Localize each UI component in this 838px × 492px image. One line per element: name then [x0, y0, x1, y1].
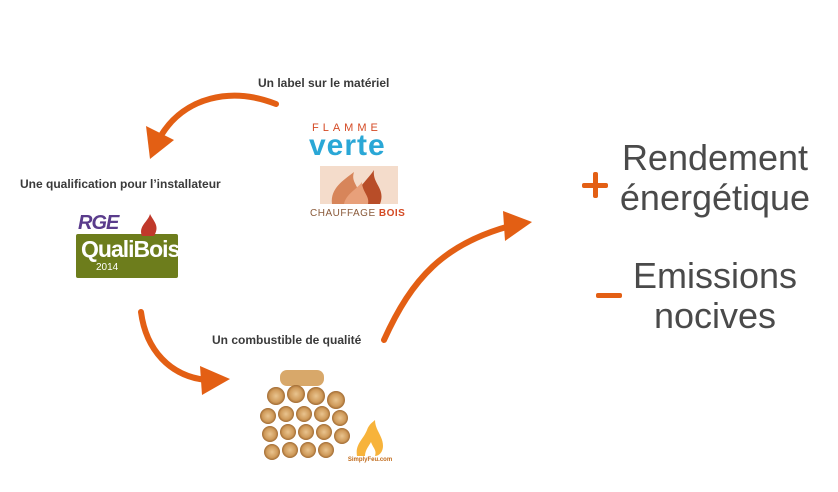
benefit-emissions-line-1: Emissions	[632, 255, 798, 296]
flame-icon	[320, 166, 398, 204]
caption-installer-qualification: Une qualification pour l’installateur	[20, 177, 221, 191]
benefit-emissions-line-2: nocives	[653, 295, 777, 336]
logo-text-verte: verte	[309, 129, 386, 162]
caption-material-label: Un label sur le matériel	[258, 76, 390, 90]
plus-sign-vertical	[593, 172, 598, 198]
flame-icon	[356, 420, 383, 456]
logo-text-chauffage: CHAUFFAGE	[310, 208, 376, 219]
logo-text-bois: BOIS	[378, 208, 406, 219]
curved-arrow-icon	[138, 309, 230, 395]
logo-text-rge: RGE	[78, 212, 119, 234]
rge-qualibois-logo: RGE QualiBois 2014	[72, 210, 184, 282]
benefit-efficiency: Rendement énergétique	[600, 138, 830, 218]
flame-icon	[141, 214, 157, 236]
benefit-efficiency-line-2: énergétique	[619, 177, 811, 218]
benefit-efficiency-line-1: Rendement	[621, 137, 809, 178]
logo-text-year: 2014	[96, 262, 119, 273]
curved-arrow-icon	[146, 92, 279, 159]
logo-text-qualibois: QualiBois	[81, 236, 180, 262]
curved-arrow-icon	[381, 211, 532, 343]
logo-text-flamme: FLAMME	[312, 122, 382, 134]
qualibois-badge	[76, 234, 178, 278]
simplyfeu-logo: SimplyFeu.com	[345, 420, 395, 466]
logo-text-chauffage-bois: CHAUFFAGE BOIS	[310, 208, 405, 219]
wood-logs-image	[260, 370, 350, 460]
flamme-verte-logo: FLAMME verte CHAUFFAGE BOIS	[300, 118, 416, 222]
logo-text-simplyfeu: SimplyFeu.com	[347, 457, 393, 463]
benefit-emissions: Emissions nocives	[615, 256, 815, 336]
minus-sign	[596, 293, 622, 298]
caption-quality-fuel: Un combustible de qualité	[212, 333, 362, 347]
